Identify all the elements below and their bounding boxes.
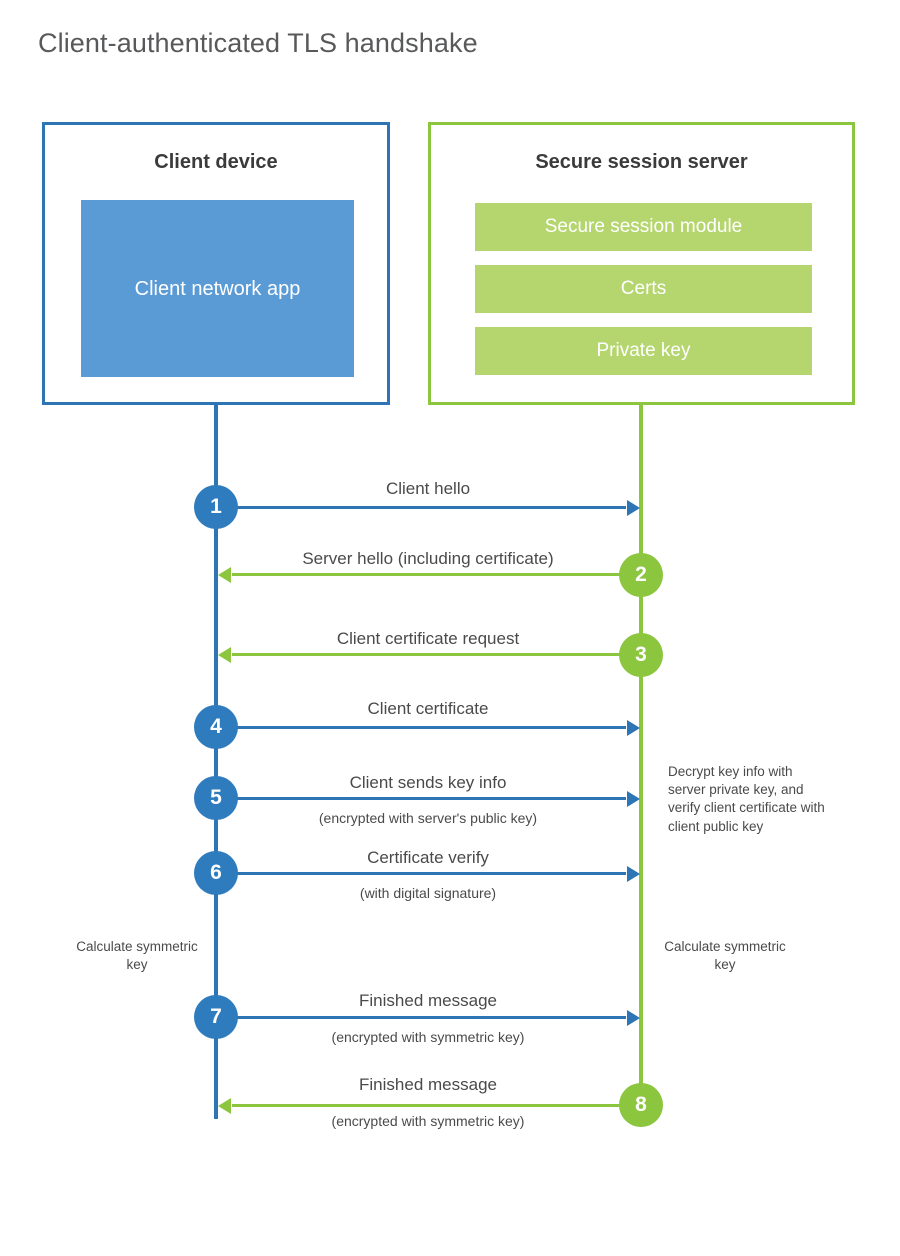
step-3-label: Client certificate request: [336, 629, 520, 648]
step-6-arrow: [216, 872, 626, 875]
server-component-certs: Certs: [475, 265, 812, 313]
step-5-label: Client sends key info: [349, 773, 507, 792]
step-6-sublabel: (with digital signature): [359, 885, 497, 901]
step-4-label: Client certificate: [367, 699, 489, 718]
client-network-app-block: Client network app: [81, 200, 354, 377]
client-calculate-symmetric-key-note: Calculate symmetric key: [76, 939, 198, 973]
server-decrypt-note: Decrypt key info with server private key…: [668, 764, 825, 834]
client-device-title: Client device: [154, 151, 278, 173]
secure-session-server-title: Secure session server: [535, 151, 748, 173]
step-8-arrow: [232, 1104, 641, 1107]
step-1-marker: 1: [194, 485, 238, 529]
secure-session-server-box: Secure session server Secure session mod…: [428, 122, 855, 405]
step-2-arrow: [232, 573, 641, 576]
step-1-label: Client hello: [385, 479, 471, 498]
step-7-label: Finished message: [359, 991, 497, 1010]
step-8-sublabel: (encrypted with symmetric key): [331, 1113, 525, 1129]
client-lifeline: [214, 405, 218, 1119]
step-7-marker: 7: [194, 995, 238, 1039]
step-3-arrow: [232, 653, 641, 656]
server-lifeline: [639, 405, 643, 1107]
step-4-arrow: [216, 726, 626, 729]
step-7-arrow: [216, 1016, 626, 1019]
step-2-marker: 2: [619, 553, 663, 597]
client-device-box: Client device Client network app: [42, 122, 390, 405]
client-network-app-label: Client network app: [134, 277, 301, 300]
step-7-sublabel: (encrypted with symmetric key): [331, 1029, 525, 1045]
step-3-marker: 3: [619, 633, 663, 677]
step-8-label: Finished message: [359, 1075, 497, 1094]
step-6-label: Certificate verify: [367, 848, 489, 867]
server-calculate-symmetric-key-note: Calculate symmetric key: [664, 939, 786, 973]
page-title: Client-authenticated TLS handshake: [38, 28, 478, 58]
step-6-marker: 6: [194, 851, 238, 895]
server-component-secure-session-module: Secure session module: [475, 203, 812, 251]
step-5-sublabel: (encrypted with server's public key): [318, 810, 538, 826]
step-4-marker: 4: [194, 705, 238, 749]
step-1-arrow: [216, 506, 626, 509]
step-5-marker: 5: [194, 776, 238, 820]
server-component-private-key: Private key: [475, 327, 812, 375]
step-5-arrow: [216, 797, 626, 800]
step-2-label: Server hello (including certificate): [302, 549, 554, 568]
step-8-marker: 8: [619, 1083, 663, 1127]
